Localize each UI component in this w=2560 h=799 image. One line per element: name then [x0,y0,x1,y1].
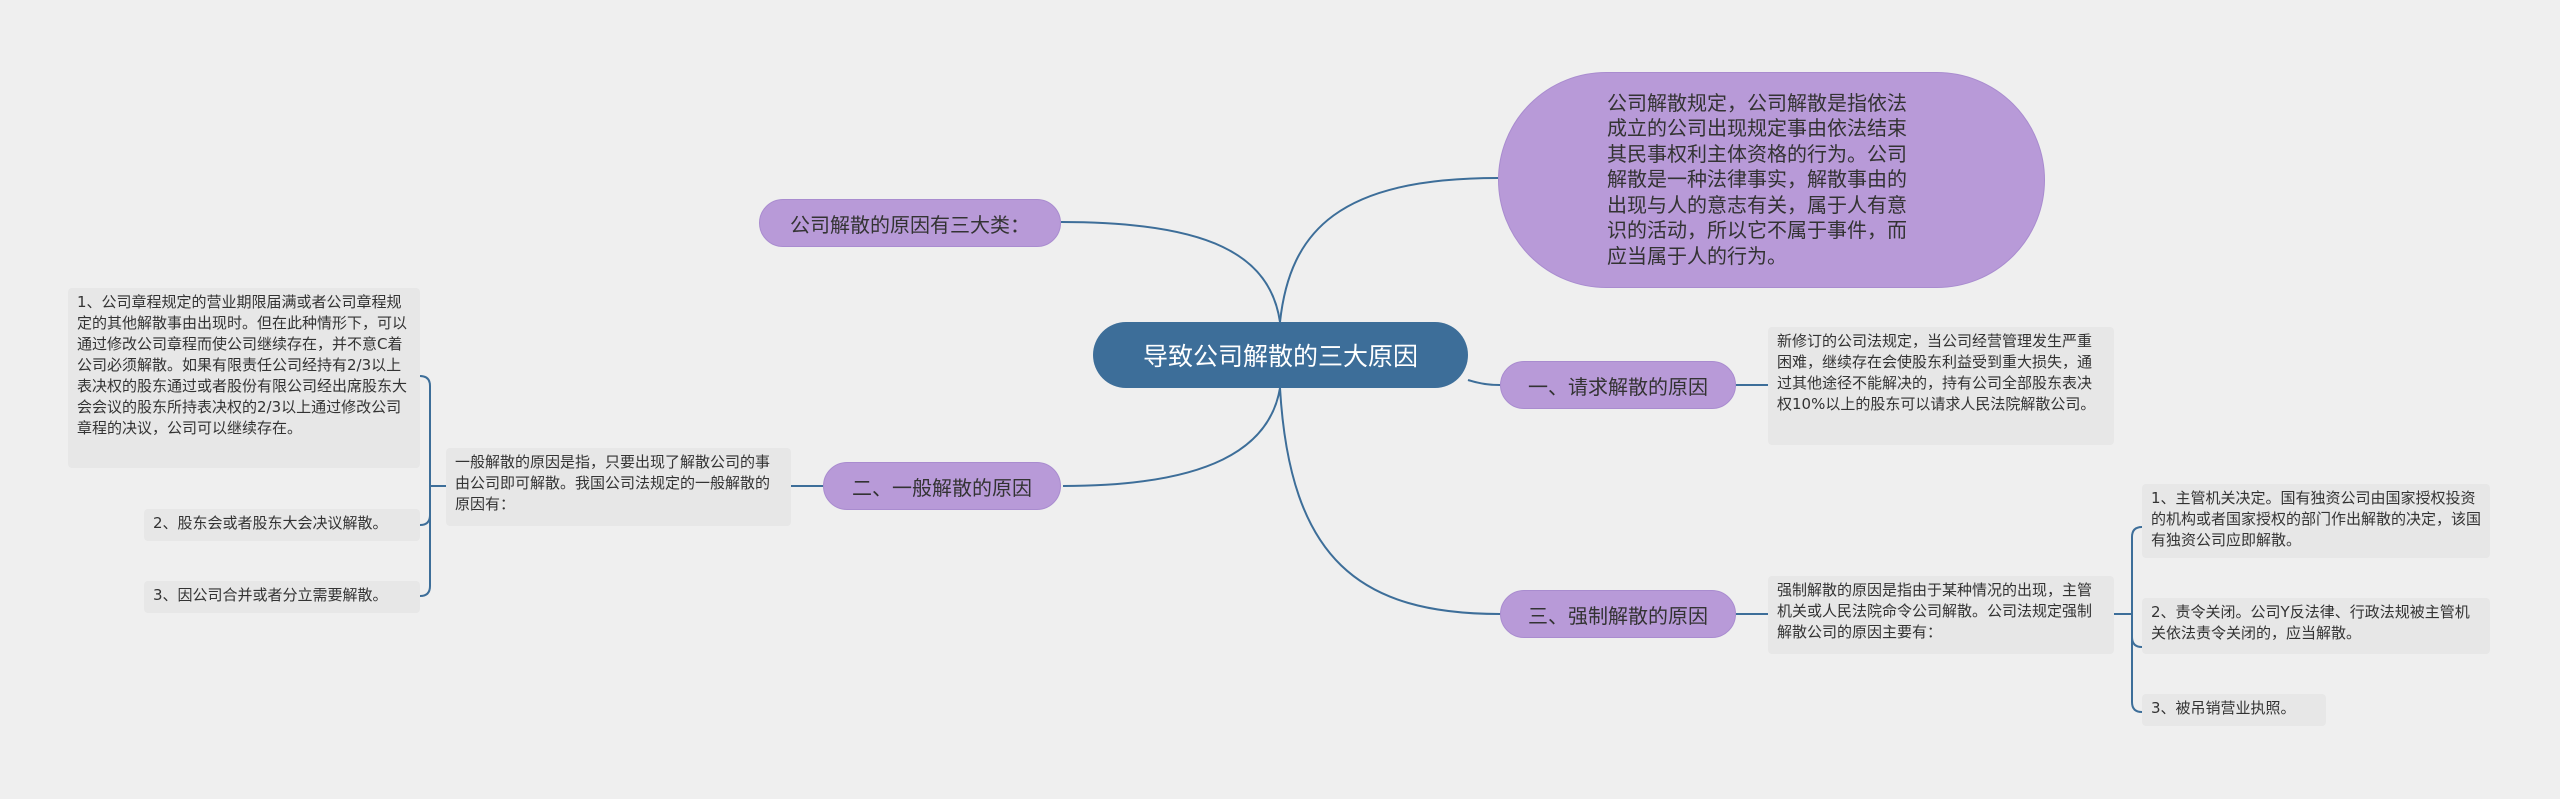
general-item-1: 1、公司章程规定的营业期限届满或者公司章程规定的其他解散事由出现时。但在此种情形… [68,288,420,468]
branch-request-label: 一、请求解散的原因 [1528,374,1708,399]
forced-item-1-text: 1、主管机关决定。国有独资公司由国家授权投资的机构或者国家授权的部门作出解散的决… [2151,489,2482,549]
branch-forced-node[interactable]: 三、强制解散的原因 [1500,590,1736,638]
general-note: 一般解散的原因是指，只要出现了解散公司的事由公司即可解散。我国公司法规定的一般解… [446,448,791,526]
forced-item-3-text: 3、被吊销营业执照。 [2151,699,2296,717]
request-note-text: 新修订的公司法规定，当公司经营管理发生严重困难，继续存在会使股东利益受到重大损失… [1777,332,2096,413]
request-note: 新修订的公司法规定，当公司经营管理发生严重困难，继续存在会使股东利益受到重大损失… [1768,327,2114,445]
general-note-text: 一般解散的原因是指，只要出现了解散公司的事由公司即可解散。我国公司法规定的一般解… [455,453,771,513]
definition-text: 公司解散规定，公司解散是指依法成立的公司出现规定事由依法结束其民事权利主体资格的… [1607,90,1907,268]
connector-general-bracket [419,375,446,597]
forced-item-1: 1、主管机关决定。国有独资公司由国家授权投资的机构或者国家授权的部门作出解散的决… [2142,484,2490,558]
forced-item-3: 3、被吊销营业执照。 [2142,694,2326,726]
branch-general-node[interactable]: 二、一般解散的原因 [823,462,1061,510]
forced-note: 强制解散的原因是指由于某种情况的出现，主管机关或人民法院命令公司解散。公司法规定… [1768,576,2114,654]
definition-bubble[interactable]: 公司解散规定，公司解散是指依法成立的公司出现规定事由依法结束其民事权利主体资格的… [1498,72,2045,288]
connector-root-general [1062,387,1281,487]
forced-note-text: 强制解散的原因是指由于某种情况的出现，主管机关或人民法院命令公司解散。公司法规定… [1777,581,2093,641]
forced-item-2-text: 2、责令关闭。公司Y反法律、行政法规被主管机关依法责令关闭的，应当解散。 [2151,603,2470,642]
connector-root-request [1467,379,1501,386]
branch-request-node[interactable]: 一、请求解散的原因 [1500,361,1736,409]
forced-item-2: 2、责令关闭。公司Y反法律、行政法规被主管机关依法责令关闭的，应当解散。 [2142,598,2490,654]
types-intro-node[interactable]: 公司解散的原因有三大类： [759,199,1061,247]
types-intro-label: 公司解散的原因有三大类： [790,212,1030,237]
connector-root-definition [1279,177,1499,323]
connector-root-forced [1279,387,1501,615]
general-item-2-text: 2、股东会或者股东大会决议解散。 [153,514,388,532]
general-item-1-text: 1、公司章程规定的营业期限届满或者公司章程规定的其他解散事由出现时。但在此种情形… [77,293,408,437]
branch-general-label: 二、一般解散的原因 [852,475,1032,500]
branch-forced-label: 三、强制解散的原因 [1528,603,1708,628]
connector-root-types [1060,221,1281,323]
central-topic[interactable]: 导致公司解散的三大原因 [1093,322,1468,388]
general-item-2: 2、股东会或者股东大会决议解散。 [144,509,420,541]
central-topic-label: 导致公司解散的三大原因 [1142,342,1418,371]
general-item-3: 3、因公司合并或者分立需要解散。 [144,581,420,613]
general-item-3-text: 3、因公司合并或者分立需要解散。 [153,586,388,604]
connector-forced-bracket [2114,526,2143,713]
